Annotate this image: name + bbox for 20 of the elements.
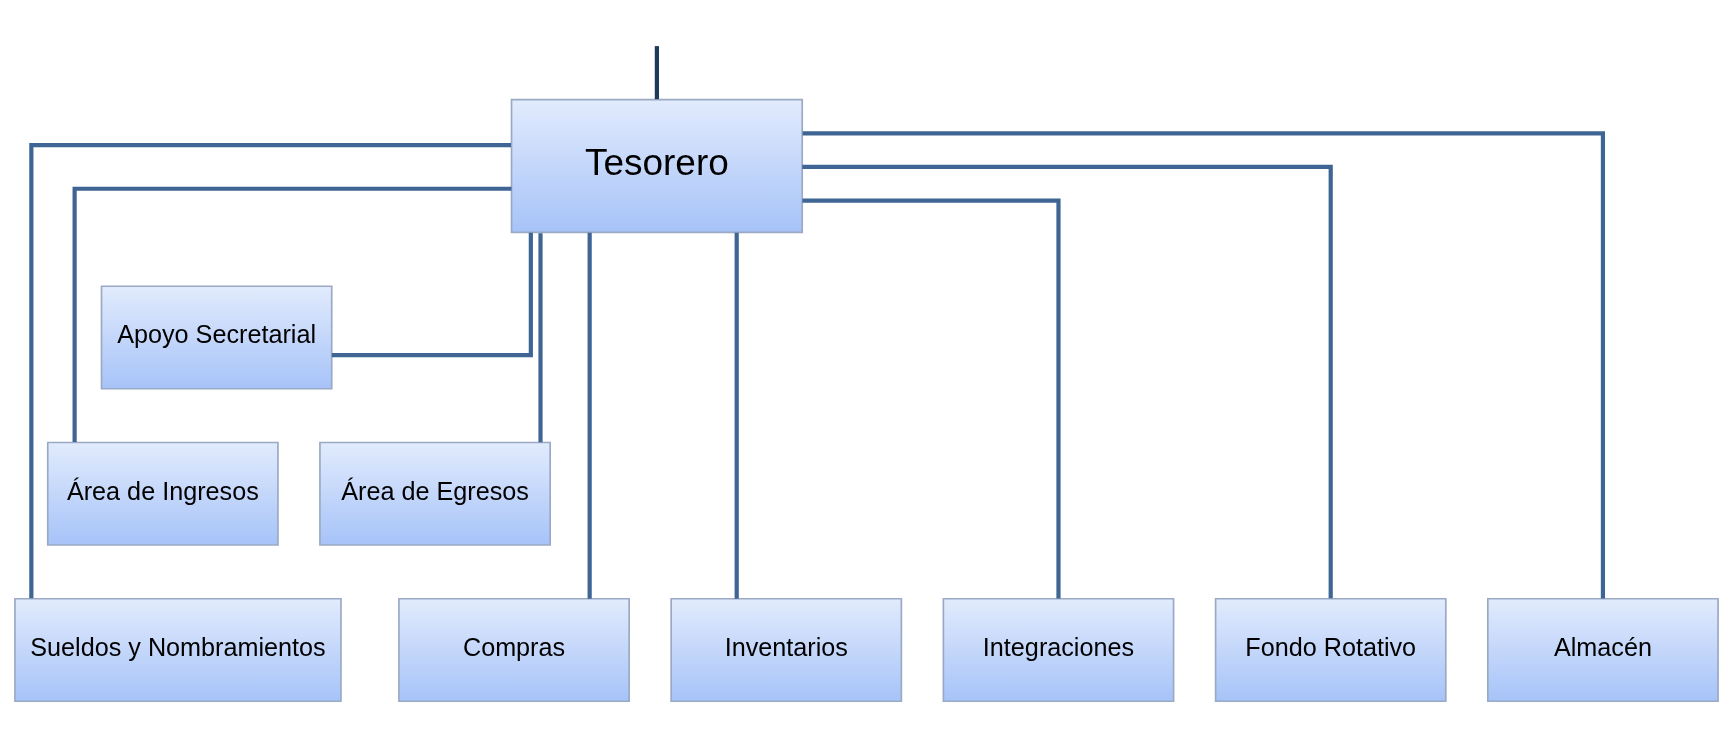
connector [538, 232, 543, 442]
node-box: Área de Egresos [319, 441, 551, 546]
node-box: Almacén [1487, 597, 1719, 702]
connector [802, 164, 1333, 598]
node-box: Fondo Rotativo [1214, 597, 1447, 702]
node-box: Compras [398, 597, 630, 702]
connector [331, 232, 533, 357]
connector [734, 232, 739, 599]
node-box: Tesorero [510, 98, 804, 233]
node-box: Área de Ingresos [46, 441, 279, 546]
connector [29, 142, 511, 598]
node-box: Apoyo Secretarial [100, 284, 333, 390]
connector [802, 130, 1606, 599]
node-box: Integraciones [942, 597, 1175, 702]
node-box: Inventarios [670, 597, 903, 702]
connector [802, 197, 1061, 598]
node-box: Sueldos y Nombramientos [14, 597, 342, 702]
connector [72, 186, 512, 442]
connector [587, 232, 592, 599]
connector [654, 45, 659, 99]
